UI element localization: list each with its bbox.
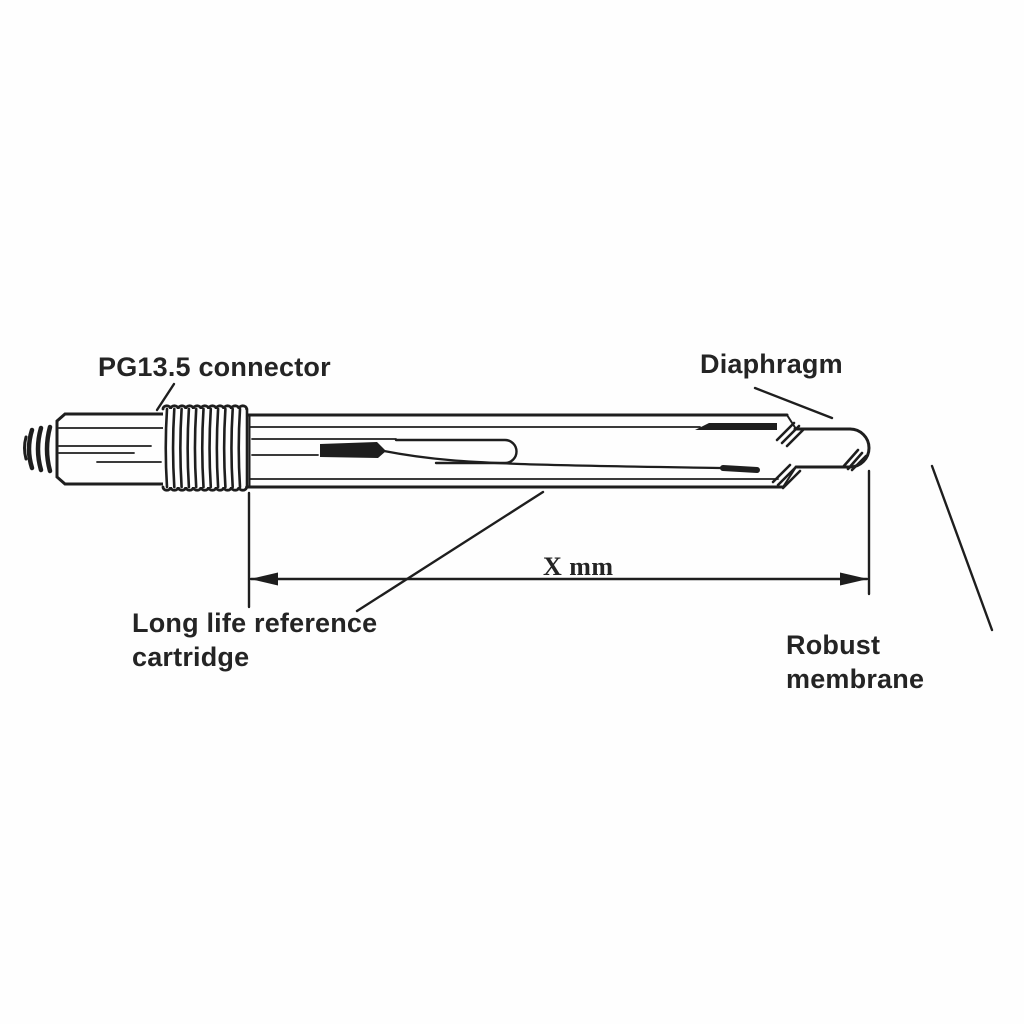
connector-label: PG13.5 connector	[98, 352, 331, 382]
arrowhead-right	[840, 572, 868, 586]
reference-cartridge-element	[251, 423, 777, 473]
leader-line-connector	[155, 382, 176, 412]
pg-thread-section	[161, 404, 249, 492]
leader-line-diaphragm	[753, 386, 834, 420]
connector-cap	[55, 412, 167, 486]
leader-line-membrane	[930, 464, 994, 632]
diaphragm-label: Diaphragm	[700, 349, 843, 379]
electrode-shaft	[246, 413, 789, 489]
reference-cartridge-label: Long life reference cartridge	[132, 608, 378, 672]
diaphragm-hatching	[771, 421, 868, 490]
dimension-line	[247, 469, 871, 609]
internal-top-element	[695, 423, 777, 430]
thread-tip	[23, 424, 53, 474]
arrowhead-left	[250, 572, 278, 586]
dimension-label: X mm	[543, 552, 614, 581]
leader-line-reference	[355, 490, 545, 613]
membrane-label: Robust membrane	[786, 630, 925, 694]
internal-wire	[382, 449, 724, 470]
